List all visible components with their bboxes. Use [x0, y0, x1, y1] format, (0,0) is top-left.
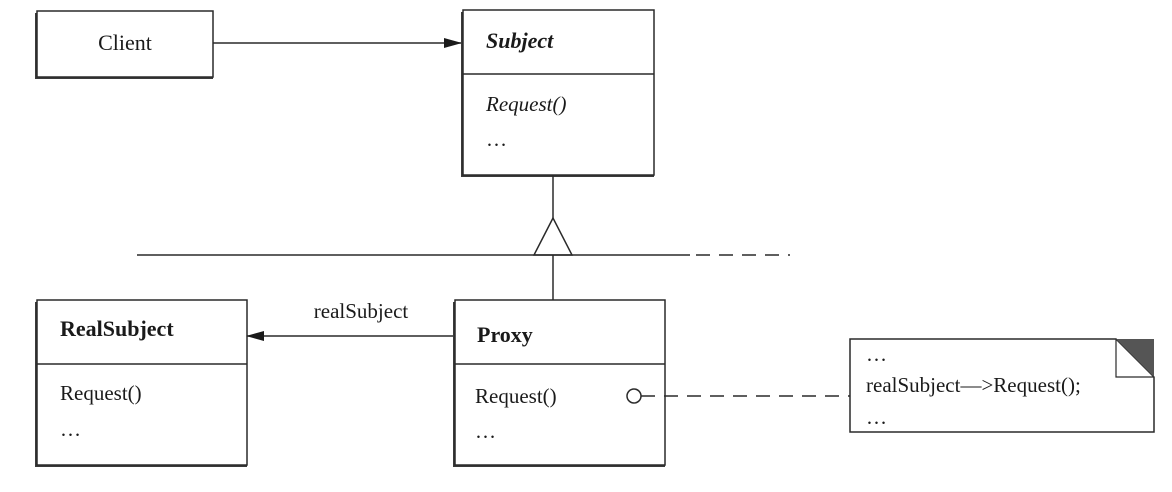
subject-member-ellipsis: … — [486, 127, 507, 151]
note-line-1: … — [866, 342, 887, 366]
proxy-class[interactable]: Proxy Request() … — [453, 299, 666, 467]
subject-class-name: Subject — [486, 28, 554, 53]
realsubject-class[interactable]: RealSubject Request() … — [35, 299, 248, 467]
proxy-member-ellipsis: … — [475, 419, 496, 443]
realsubject-class-name: RealSubject — [60, 316, 174, 341]
note-anchor-icon — [626, 388, 642, 404]
client-class-name: Client — [98, 30, 152, 55]
subject-class[interactable]: Subject Request() … — [461, 9, 655, 177]
note-body — [849, 338, 1155, 433]
note-line-2: realSubject—>Request(); — [866, 373, 1081, 397]
association-label: realSubject — [314, 299, 409, 323]
note-line-3: … — [866, 405, 887, 429]
realsubject-member-request: Request() — [60, 381, 142, 405]
realsubject-member-ellipsis: … — [60, 417, 81, 441]
subject-member-request: Request() — [485, 92, 566, 116]
generalization-triangle-icon — [532, 216, 574, 256]
proxy-class-name: Proxy — [477, 322, 533, 347]
note-fold-shade — [1116, 339, 1154, 377]
client-class[interactable]: Client — [35, 10, 214, 79]
proxy-member-request: Request() — [475, 384, 557, 408]
implementation-note[interactable]: … realSubject—>Request(); … — [849, 338, 1155, 433]
note-fold-icon — [1115, 339, 1154, 378]
